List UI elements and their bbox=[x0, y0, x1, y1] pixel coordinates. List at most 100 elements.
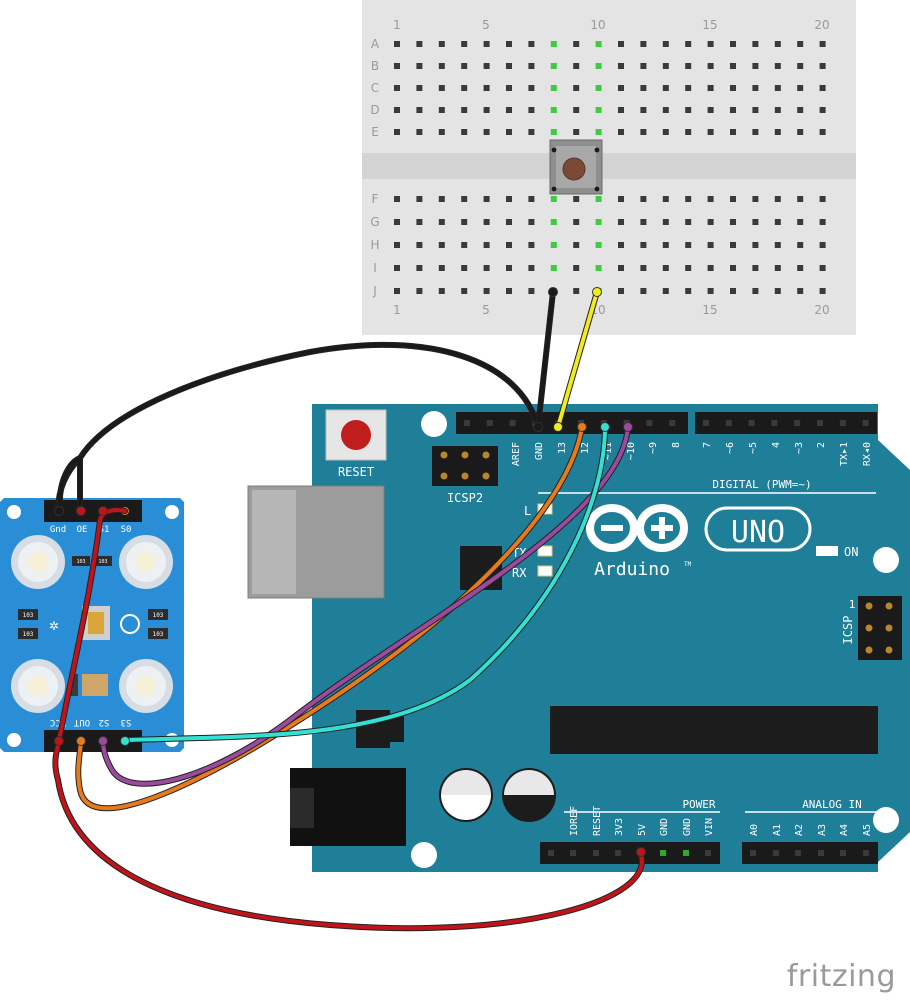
breadboard-hole bbox=[506, 265, 512, 271]
header-pin bbox=[486, 420, 493, 426]
fritzing-logo: fritzing bbox=[786, 959, 896, 994]
breadboard-hole bbox=[662, 219, 669, 225]
icsp2-pin bbox=[440, 472, 448, 480]
breadboard-hole bbox=[662, 107, 669, 113]
breadboard-hole bbox=[506, 129, 512, 135]
breadboard-hole bbox=[752, 219, 759, 225]
usb-connector-face bbox=[252, 490, 296, 594]
breadboard-hole bbox=[640, 288, 647, 294]
breadboard-hole bbox=[416, 63, 423, 69]
wire-red-vcc-core bbox=[53, 739, 644, 931]
breadboard-hole bbox=[394, 288, 400, 294]
bb-col-label-bottom-15: 15 bbox=[702, 303, 717, 317]
l-led-label: L bbox=[524, 504, 531, 518]
breadboard-hole bbox=[662, 242, 669, 248]
breadboard-hole bbox=[394, 41, 400, 47]
breadboard-hole bbox=[730, 63, 736, 69]
breadboard-hole bbox=[730, 41, 736, 47]
voltage-regulator-tab bbox=[390, 716, 404, 742]
bb-row-label-e: E bbox=[371, 125, 379, 139]
breadboard-hole bbox=[394, 107, 400, 113]
breadboard-hole bbox=[438, 41, 445, 47]
sensor-led-core bbox=[28, 552, 48, 572]
breadboard-hole bbox=[819, 219, 826, 225]
header-pin-label: 13 bbox=[557, 442, 568, 454]
breadboard-hole bbox=[774, 129, 781, 135]
breadboard-hole-connected bbox=[550, 85, 557, 91]
analog-header-pin bbox=[795, 850, 801, 856]
power-pin-label: IOREF bbox=[569, 806, 580, 836]
sensor-resistor bbox=[72, 556, 90, 566]
breadboard-hole bbox=[528, 242, 535, 248]
breadboard-hole bbox=[730, 288, 736, 294]
on-led-label: ON bbox=[844, 545, 858, 559]
breadboard-hole bbox=[573, 129, 580, 135]
icsp-pin1-label: 1 bbox=[849, 598, 856, 611]
breadboard-hole bbox=[618, 265, 624, 271]
sensor-cap bbox=[82, 674, 108, 696]
breadboard-hole bbox=[730, 196, 736, 202]
digital-header-right bbox=[695, 412, 877, 434]
analog-pin-label: A0 bbox=[749, 824, 760, 836]
analog-header-pin bbox=[773, 850, 779, 856]
sensor-leds bbox=[11, 535, 173, 713]
breadboard-hole bbox=[438, 129, 445, 135]
dc-jack-opening bbox=[290, 788, 314, 828]
pushbutton-pin bbox=[551, 186, 557, 192]
breadboard-hole bbox=[618, 219, 624, 225]
breadboard-hole bbox=[774, 265, 781, 271]
breadboard-hole bbox=[707, 288, 714, 294]
bb-col-label-bottom-5: 5 bbox=[482, 303, 490, 317]
breadboard-hole bbox=[774, 288, 781, 294]
sensor-resistor bbox=[18, 609, 38, 620]
header-pin bbox=[646, 420, 653, 426]
header-pin-label: ~10 bbox=[626, 442, 637, 460]
breadboard-hole bbox=[640, 41, 647, 47]
breadboard-hole bbox=[416, 242, 423, 248]
gear-icon: ✲ bbox=[49, 615, 59, 634]
sensor-resistor-label: 103 bbox=[23, 631, 34, 638]
wire-yellow-pin13-core bbox=[556, 290, 599, 429]
breadboard-hole bbox=[640, 242, 647, 248]
cert-icon bbox=[120, 614, 140, 634]
breadboard-hole bbox=[819, 196, 826, 202]
breadboard-hole bbox=[707, 219, 714, 225]
breadboard-hole-connected bbox=[595, 63, 602, 69]
breadboard-hole bbox=[685, 85, 692, 91]
breadboard-hole bbox=[483, 219, 490, 225]
breadboard-hole bbox=[707, 196, 714, 202]
header-pin-label: ~5 bbox=[748, 442, 759, 454]
breadboard-hole-connected bbox=[595, 85, 602, 91]
header-pin bbox=[794, 420, 801, 426]
breadboard-hole bbox=[461, 85, 468, 91]
power-header-pin bbox=[570, 850, 576, 856]
bb-row-label-d: D bbox=[370, 103, 379, 117]
power-header-pin bbox=[683, 850, 689, 856]
breadboard-hole bbox=[685, 265, 692, 271]
sensor-resistor bbox=[18, 628, 38, 639]
breadboard-hole bbox=[685, 41, 692, 47]
breadboard-hole bbox=[573, 63, 580, 69]
header-pin-label: 12 bbox=[580, 442, 591, 454]
icsp2-label: ICSP2 bbox=[447, 491, 483, 505]
sensor-bottom-header bbox=[44, 730, 142, 752]
power-label: POWER bbox=[682, 798, 715, 811]
sensor-resistor-label: 103 bbox=[23, 612, 34, 619]
breadboard-hole bbox=[461, 63, 468, 69]
header-pin bbox=[771, 420, 778, 426]
breadboard-hole bbox=[752, 196, 759, 202]
breadboard-hole bbox=[394, 265, 400, 271]
sensor-resistor-label: 103 bbox=[76, 559, 85, 565]
header-pin-label: ~11 bbox=[603, 442, 614, 460]
bb-row-label-i: I bbox=[373, 261, 377, 275]
breadboard-hole bbox=[730, 129, 736, 135]
breadboard-hole bbox=[640, 107, 647, 113]
breadboard-hole bbox=[461, 41, 468, 47]
breadboard-hole bbox=[662, 288, 669, 294]
breadboard-hole bbox=[528, 219, 535, 225]
breadboard-hole bbox=[730, 219, 736, 225]
sensor-resistor bbox=[94, 556, 112, 566]
breadboard-hole bbox=[685, 63, 692, 69]
icsp-pin bbox=[865, 602, 873, 610]
breadboard-hole bbox=[573, 107, 580, 113]
